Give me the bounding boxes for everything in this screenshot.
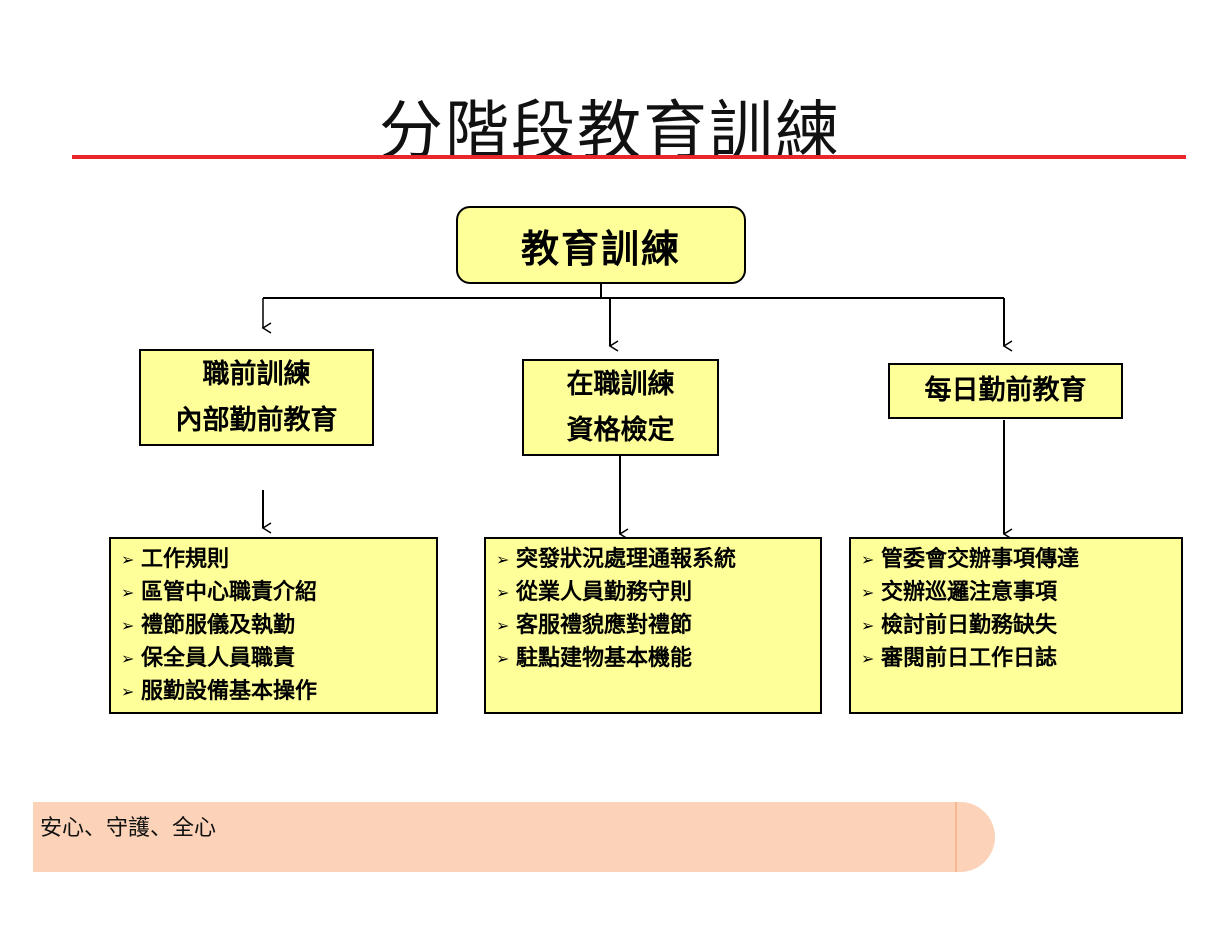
footer-slogan: 安心、守護、全心: [40, 816, 217, 841]
arrowhead-bullet-icon: ➢: [861, 583, 875, 602]
arrowhead-bullet-icon: ➢: [121, 550, 135, 569]
arrowhead-bullet-icon: ➢: [121, 649, 135, 668]
footer-band: [33, 802, 995, 872]
branch-node-preservice: 職前訓練 內部勤前教育: [139, 349, 374, 446]
list-item: ➢工作規則: [121, 543, 436, 576]
arrowhead-bullet-icon: ➢: [121, 682, 135, 701]
list-item: ➢管委會交辦事項傳達: [861, 543, 1181, 576]
arrowhead-bullet-icon: ➢: [861, 616, 875, 635]
arrowhead-bullet-icon: ➢: [861, 550, 875, 569]
arrowhead-bullet-icon: ➢: [121, 616, 135, 635]
list-item: ➢禮節服儀及執勤: [121, 609, 436, 642]
arrowhead-bullet-icon: ➢: [496, 649, 510, 668]
list-item: ➢從業人員勤務守則: [496, 576, 820, 609]
list-item: ➢突發狀況處理通報系統: [496, 543, 820, 576]
arrowhead-bullet-icon: ➢: [496, 583, 510, 602]
footer-divider: [955, 802, 957, 872]
arrowhead-bullet-icon: ➢: [496, 550, 510, 569]
branch-node-daily: 每日勤前教育: [888, 363, 1123, 419]
branch-node-line: 每日勤前教育: [924, 375, 1087, 406]
list-item: ➢客服禮貌應對禮節: [496, 609, 820, 642]
list-item: ➢區管中心職責介紹: [121, 576, 436, 609]
arrowhead-bullet-icon: ➢: [861, 649, 875, 668]
list-box-preservice: ➢工作規則 ➢區管中心職責介紹 ➢禮節服儀及執勤 ➢保全員人員職責 ➢服勤設備基…: [109, 537, 438, 714]
title-rule: [72, 155, 1186, 159]
branch-node-line: 內部勤前教育: [175, 404, 338, 436]
list-box-inservice: ➢突發狀況處理通報系統 ➢從業人員勤務守則 ➢客服禮貌應對禮節 ➢駐點建物基本機…: [484, 537, 822, 714]
arrowhead-bullet-icon: ➢: [121, 583, 135, 602]
branch-node-inservice: 在職訓練 資格檢定: [522, 359, 719, 456]
list-item: ➢交辦巡邏注意事項: [861, 576, 1181, 609]
branch-node-line: 資格檢定: [566, 414, 675, 446]
list-item: ➢審閱前日工作日誌: [861, 642, 1181, 675]
list-item: ➢保全員人員職責: [121, 642, 436, 675]
arrowhead-bullet-icon: ➢: [496, 616, 510, 635]
list-box-daily: ➢管委會交辦事項傳達 ➢交辦巡邏注意事項 ➢檢討前日勤務缺失 ➢審閱前日工作日誌: [849, 537, 1183, 714]
root-node: 教育訓練: [456, 206, 746, 284]
list-item: ➢檢討前日勤務缺失: [861, 609, 1181, 642]
list-item: ➢服勤設備基本操作: [121, 675, 436, 708]
list-item: ➢駐點建物基本機能: [496, 642, 820, 675]
branch-node-line: 職前訓練: [202, 358, 311, 390]
branch-node-line: 在職訓練: [566, 368, 675, 400]
